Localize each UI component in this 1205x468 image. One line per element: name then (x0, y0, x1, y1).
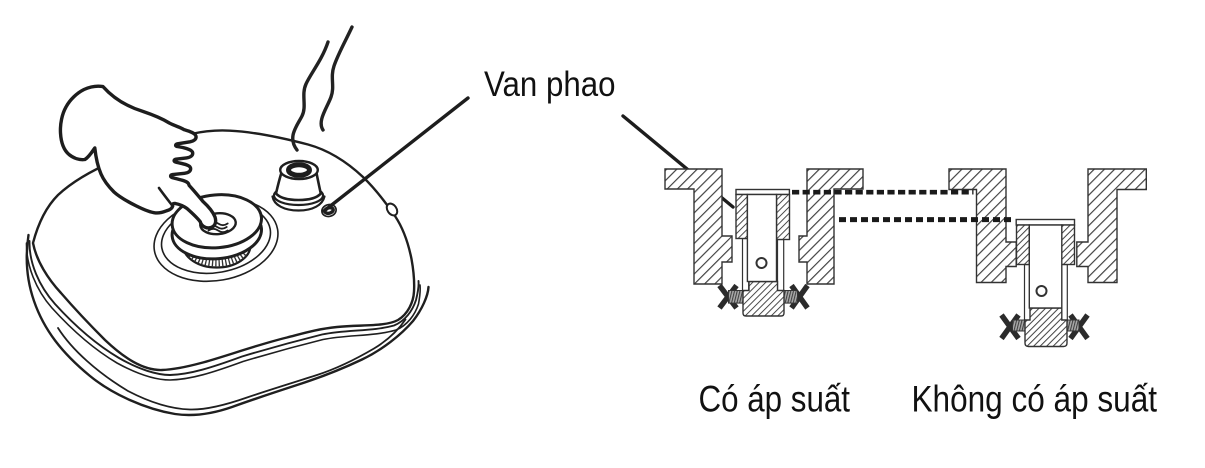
svg-text:Van phao: Van phao (484, 65, 616, 104)
svg-text:Không có áp suất: Không có áp suất (912, 379, 1158, 420)
svg-text:Có áp suất: Có áp suất (699, 379, 851, 420)
